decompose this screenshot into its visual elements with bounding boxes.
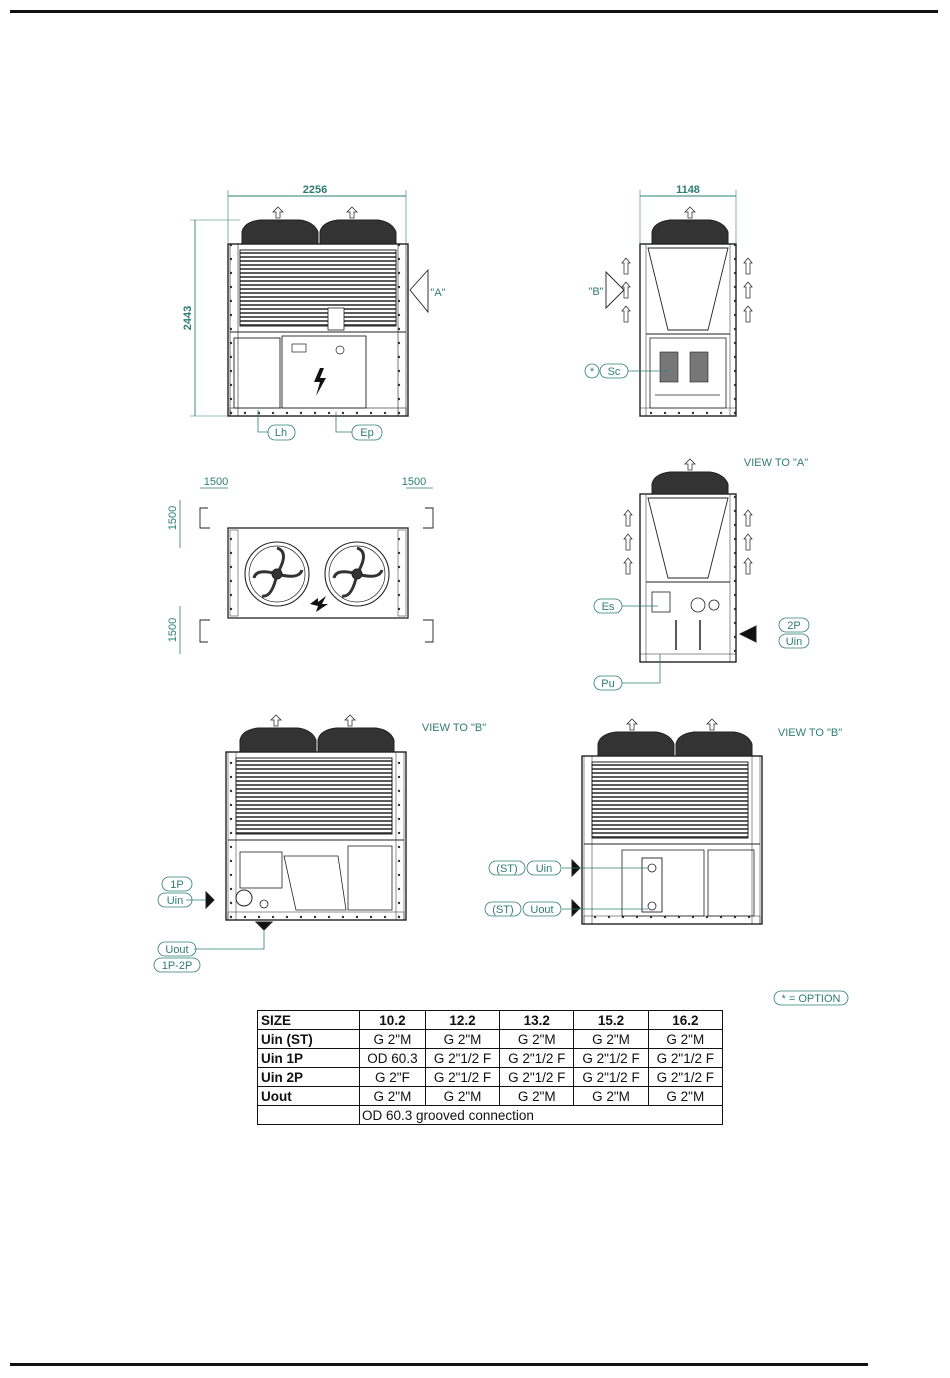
table-cell: G 2"M bbox=[359, 1029, 426, 1049]
front-view bbox=[190, 190, 429, 441]
header-cell: 12.2 bbox=[424, 1010, 501, 1030]
header-cell: 16.2 bbox=[647, 1010, 724, 1030]
view-b1-title: VIEW TO "B" bbox=[422, 722, 486, 734]
label-pu: Pu bbox=[601, 678, 614, 690]
table-row: Uin (ST) G 2"M G 2"M G 2"M G 2"M G 2"M bbox=[257, 1029, 724, 1049]
table-row: Uin 1P OD 60.3 G 2"1/2 F G 2"1/2 F G 2"1… bbox=[257, 1048, 724, 1068]
table-cell: G 2"1/2 F bbox=[647, 1067, 724, 1087]
table-header-row: SIZE 10.2 12.2 13.2 15.2 16.2 bbox=[257, 1010, 724, 1030]
table-cell: G 2"F bbox=[359, 1067, 426, 1087]
table-cell: G 2"M bbox=[573, 1029, 649, 1049]
header-cell: 13.2 bbox=[499, 1010, 575, 1030]
label-option: * = OPTION bbox=[782, 993, 841, 1005]
table-cell: G 2"M bbox=[499, 1029, 575, 1049]
view-b2-title: VIEW TO "B" bbox=[778, 727, 842, 739]
header-cell: 10.2 bbox=[359, 1010, 426, 1030]
row-label: Uin (ST) bbox=[257, 1029, 360, 1049]
table-cell: G 2"M bbox=[424, 1029, 501, 1049]
view-b1-drawing bbox=[153, 714, 407, 973]
label-ep: Ep bbox=[360, 427, 373, 439]
table-row: Uin 2P G 2"F G 2"1/2 F G 2"1/2 F G 2"1/2… bbox=[257, 1067, 724, 1087]
bottom-rule bbox=[10, 1363, 868, 1366]
table-row: Uout G 2"M G 2"M G 2"M G 2"M G 2"M bbox=[257, 1086, 724, 1106]
table-cell: G 2"M bbox=[359, 1086, 426, 1106]
table-cell: G 2"M bbox=[424, 1086, 501, 1106]
table-note-row: OD 60.3 grooved connection bbox=[257, 1105, 723, 1125]
note-empty-cell bbox=[257, 1105, 360, 1125]
label-1p-2p: 1P-2P bbox=[162, 960, 193, 972]
label-uin-a: Uin bbox=[786, 636, 803, 648]
top-view bbox=[179, 487, 434, 654]
label-st-1: (ST) bbox=[496, 863, 517, 875]
table-note: OD 60.3 grooved connection bbox=[359, 1105, 723, 1125]
dim-clear-right: 1500 bbox=[402, 476, 426, 488]
dim-width-side: 1148 bbox=[676, 184, 700, 196]
table-cell: G 2"1/2 F bbox=[647, 1048, 724, 1068]
view-a-title: VIEW TO "A" bbox=[744, 457, 808, 469]
table-cell: OD 60.3 bbox=[359, 1048, 426, 1068]
dim-width-front: 2256 bbox=[303, 184, 327, 196]
dim-clear-bottom: 1500 bbox=[167, 618, 179, 642]
label-lh: Lh bbox=[275, 427, 287, 439]
view-a-drawing bbox=[593, 458, 810, 691]
table-cell: G 2"1/2 F bbox=[573, 1048, 649, 1068]
header-size: SIZE bbox=[257, 1010, 360, 1030]
label-uout-b2: Uout bbox=[530, 904, 553, 916]
marker-a: "A" bbox=[430, 287, 445, 299]
view-b2-drawing bbox=[484, 718, 849, 1006]
header-cell: 15.2 bbox=[573, 1010, 649, 1030]
label-uin-b1: Uin bbox=[167, 895, 184, 907]
row-label: Uin 2P bbox=[257, 1067, 360, 1087]
top-rule bbox=[10, 10, 938, 13]
label-sc: Sc bbox=[608, 366, 621, 378]
dim-clear-left: 1500 bbox=[204, 476, 228, 488]
table-cell: G 2"1/2 F bbox=[499, 1067, 575, 1087]
table-cell: G 2"M bbox=[573, 1086, 649, 1106]
label-es: Es bbox=[602, 601, 615, 613]
row-label: Uout bbox=[257, 1086, 360, 1106]
table-cell: G 2"M bbox=[647, 1029, 724, 1049]
dim-height-front: 2443 bbox=[182, 306, 194, 330]
marker-b: "B" bbox=[588, 286, 603, 298]
row-label: Uin 1P bbox=[257, 1048, 360, 1068]
marker-star: * bbox=[590, 366, 595, 378]
table-cell: G 2"1/2 F bbox=[424, 1048, 501, 1068]
label-uin-b2: Uin bbox=[536, 863, 553, 875]
connection-table: SIZE 10.2 12.2 13.2 15.2 16.2 Uin (ST) G… bbox=[257, 1010, 724, 1125]
table-cell: G 2"1/2 F bbox=[424, 1067, 501, 1087]
table-cell: G 2"M bbox=[499, 1086, 575, 1106]
table-cell: G 2"M bbox=[647, 1086, 724, 1106]
side-view bbox=[584, 190, 753, 417]
table-cell: G 2"1/2 F bbox=[573, 1067, 649, 1087]
label-st-2: (ST) bbox=[492, 904, 513, 916]
label-2p: 2P bbox=[787, 620, 800, 632]
dim-clear-top: 1500 bbox=[167, 506, 179, 530]
table-cell: G 2"1/2 F bbox=[499, 1048, 575, 1068]
label-1p: 1P bbox=[170, 879, 183, 891]
label-uout-b1: Uout bbox=[165, 944, 188, 956]
